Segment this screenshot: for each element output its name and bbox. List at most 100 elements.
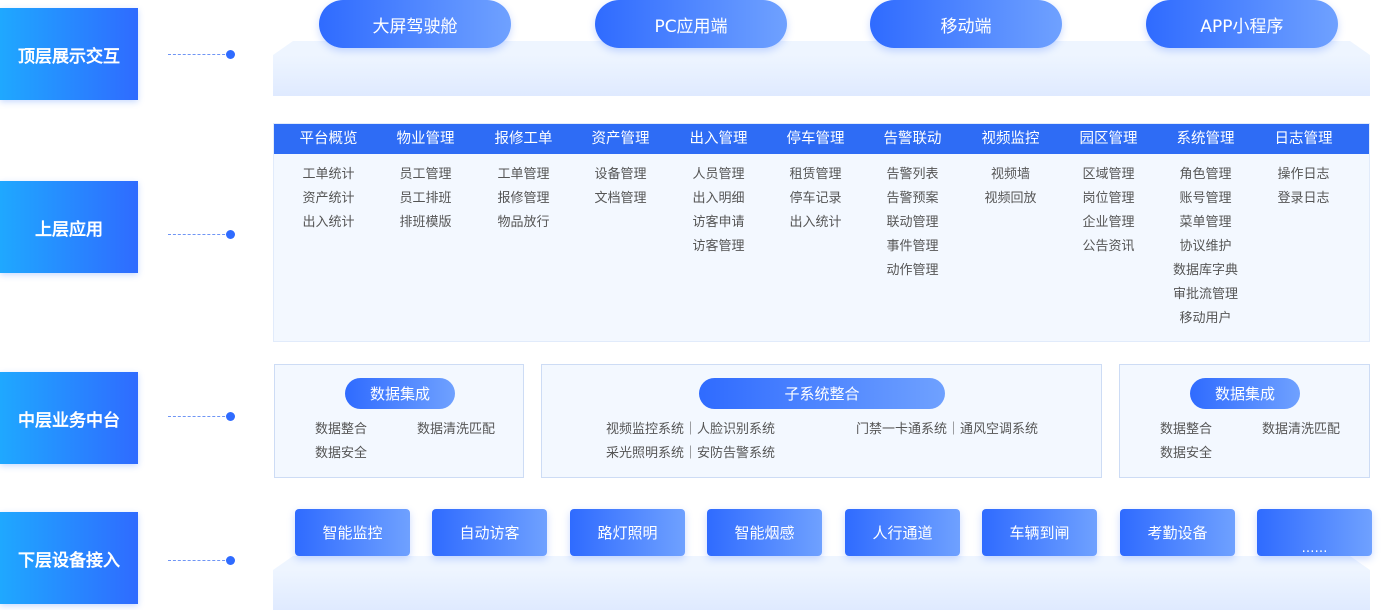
app-module-column: 报修工单工单管理报修管理物品放行 xyxy=(475,124,572,235)
bottom-platform-edge xyxy=(273,556,1370,570)
app-module-item[interactable]: 区域管理 xyxy=(1082,167,1135,182)
app-module-item[interactable]: 动作管理 xyxy=(886,263,939,278)
app-module-item[interactable]: 出入统计 xyxy=(302,215,355,230)
middle-box-data-integration-left: 数据集成 数据整合 数据清洗匹配 数据安全 xyxy=(274,364,524,478)
app-module-items: 操作日志登录日志 xyxy=(1255,154,1352,211)
app-module-item[interactable]: 事件管理 xyxy=(886,239,939,254)
app-module-title[interactable]: 资产管理 xyxy=(591,131,650,147)
app-module-item[interactable]: 视频墙 xyxy=(990,167,1030,182)
terminal-mobile[interactable]: 移动端 xyxy=(870,0,1062,48)
middle-title-right: 数据集成 xyxy=(1190,378,1300,409)
device-auto-visitor[interactable]: 自动访客 xyxy=(432,509,547,556)
app-module-item[interactable]: 视频回放 xyxy=(984,191,1037,206)
app-module-item[interactable]: 人员管理 xyxy=(692,167,745,182)
connector-dot xyxy=(226,412,235,421)
app-module-item[interactable]: 岗位管理 xyxy=(1082,191,1135,206)
app-module-column: 物业管理员工管理员工排班排班模版 xyxy=(377,124,474,235)
app-module-item[interactable]: 设备管理 xyxy=(594,167,647,182)
app-module-item[interactable]: 文档管理 xyxy=(594,191,647,206)
app-module-item[interactable]: 资产统计 xyxy=(302,191,355,206)
app-module-title[interactable]: 物业管理 xyxy=(396,131,455,147)
middle-item: 采光照明系统｜安防告警系统 xyxy=(606,446,776,461)
app-module-item[interactable]: 出入明细 xyxy=(692,191,745,206)
app-module-item[interactable]: 菜单管理 xyxy=(1179,215,1232,230)
top-platform-edge xyxy=(273,41,1370,55)
app-module-items: 角色管理账号管理菜单管理协议维护数据库字典审批流管理移动用户 xyxy=(1157,154,1254,331)
app-module-item[interactable]: 公告资讯 xyxy=(1082,239,1135,254)
app-module-title[interactable]: 日志管理 xyxy=(1274,131,1333,147)
app-module-item[interactable]: 租赁管理 xyxy=(789,167,842,182)
app-module-item[interactable]: 员工管理 xyxy=(399,167,452,182)
app-module-title[interactable]: 停车管理 xyxy=(786,131,845,147)
app-module-item[interactable]: 工单管理 xyxy=(497,167,550,182)
app-module-item[interactable]: 账号管理 xyxy=(1179,191,1232,206)
app-module-items: 员工管理员工排班排班模版 xyxy=(377,154,474,235)
app-module-title[interactable]: 园区管理 xyxy=(1079,131,1138,147)
app-module-items: 告警列表告警预案联动管理事件管理动作管理 xyxy=(864,154,961,283)
app-module-title[interactable]: 平台概览 xyxy=(299,131,358,147)
app-module-title[interactable]: 报修工单 xyxy=(494,131,553,147)
app-module-item[interactable]: 工单统计 xyxy=(302,167,355,182)
app-module-item[interactable]: 审批流管理 xyxy=(1172,287,1238,302)
app-module-items: 人员管理出入明细访客申请访客管理 xyxy=(670,154,767,259)
app-module-title[interactable]: 出入管理 xyxy=(689,131,748,147)
device-more[interactable]: …… xyxy=(1257,509,1372,556)
middle-item: 数据安全 xyxy=(315,446,368,461)
device-pedestrian-gate[interactable]: 人行通道 xyxy=(845,509,960,556)
middle-item: 数据清洗匹配 xyxy=(417,422,496,437)
app-module-item[interactable]: 数据库字典 xyxy=(1172,263,1238,278)
device-attendance[interactable]: 考勤设备 xyxy=(1120,509,1235,556)
app-module-item[interactable]: 登录日志 xyxy=(1277,191,1330,206)
layer-label-top: 顶层展示交互 xyxy=(0,8,138,100)
app-module-title[interactable]: 告警联动 xyxy=(883,131,942,147)
app-module-items: 租赁管理停车记录出入统计 xyxy=(767,154,864,235)
app-module-item[interactable]: 报修管理 xyxy=(497,191,550,206)
app-module-item[interactable]: 联动管理 xyxy=(886,215,939,230)
middle-item: 数据整合 xyxy=(1160,422,1213,437)
app-module-item[interactable]: 停车记录 xyxy=(789,191,842,206)
terminal-app[interactable]: APP小程序 xyxy=(1146,0,1338,48)
device-smoke-sensor[interactable]: 智能烟感 xyxy=(707,509,822,556)
bottom-platform xyxy=(273,570,1370,610)
application-header-bar xyxy=(274,124,1369,154)
app-module-items: 工单管理报修管理物品放行 xyxy=(475,154,572,235)
app-module-item[interactable]: 移动用户 xyxy=(1179,311,1232,326)
top-platform xyxy=(273,55,1370,96)
middle-item: 数据安全 xyxy=(1160,446,1213,461)
app-module-column: 告警联动告警列表告警预案联动管理事件管理动作管理 xyxy=(864,124,961,283)
app-module-column: 平台概览工单统计资产统计出入统计 xyxy=(280,124,377,235)
connector-dot xyxy=(226,556,235,565)
connector-upper xyxy=(168,230,235,239)
device-vehicle-gate[interactable]: 车辆到闸 xyxy=(982,509,1097,556)
app-module-column: 园区管理区域管理岗位管理企业管理公告资讯 xyxy=(1060,124,1157,259)
app-module-column: 出入管理人员管理出入明细访客申请访客管理 xyxy=(670,124,767,259)
app-module-column: 日志管理操作日志登录日志 xyxy=(1255,124,1352,211)
app-module-item[interactable]: 告警预案 xyxy=(886,191,939,206)
terminal-bigscreen[interactable]: 大屏驾驶舱 xyxy=(319,0,511,48)
device-street-light[interactable]: 路灯照明 xyxy=(570,509,685,556)
layer-label-middle: 中层业务中台 xyxy=(0,372,138,464)
app-module-item[interactable]: 协议维护 xyxy=(1179,239,1232,254)
middle-item: 数据整合 xyxy=(315,422,368,437)
connector-dot xyxy=(226,50,235,59)
app-module-title[interactable]: 视频监控 xyxy=(981,131,1040,147)
app-module-item[interactable]: 访客管理 xyxy=(692,239,745,254)
app-module-item[interactable]: 物品放行 xyxy=(497,215,550,230)
connector-middle xyxy=(168,412,235,421)
app-module-item[interactable]: 员工排班 xyxy=(399,191,452,206)
terminal-pc[interactable]: PC应用端 xyxy=(595,0,787,48)
app-module-item[interactable]: 出入统计 xyxy=(789,215,842,230)
app-module-title[interactable]: 系统管理 xyxy=(1176,131,1235,147)
app-module-item[interactable]: 告警列表 xyxy=(886,167,939,182)
app-module-item[interactable]: 排班模版 xyxy=(399,215,452,230)
device-smart-monitor[interactable]: 智能监控 xyxy=(295,509,410,556)
app-module-item[interactable]: 角色管理 xyxy=(1179,167,1232,182)
app-module-item[interactable]: 访客申请 xyxy=(692,215,745,230)
app-module-item[interactable]: 企业管理 xyxy=(1082,215,1135,230)
connector-top xyxy=(168,50,235,59)
app-module-item[interactable]: 操作日志 xyxy=(1277,167,1330,182)
app-module-column: 停车管理租赁管理停车记录出入统计 xyxy=(767,124,864,235)
middle-title-center: 子系统整合 xyxy=(699,378,945,409)
layer-label-bottom: 下层设备接入 xyxy=(0,512,138,604)
middle-item: 数据清洗匹配 xyxy=(1262,422,1341,437)
